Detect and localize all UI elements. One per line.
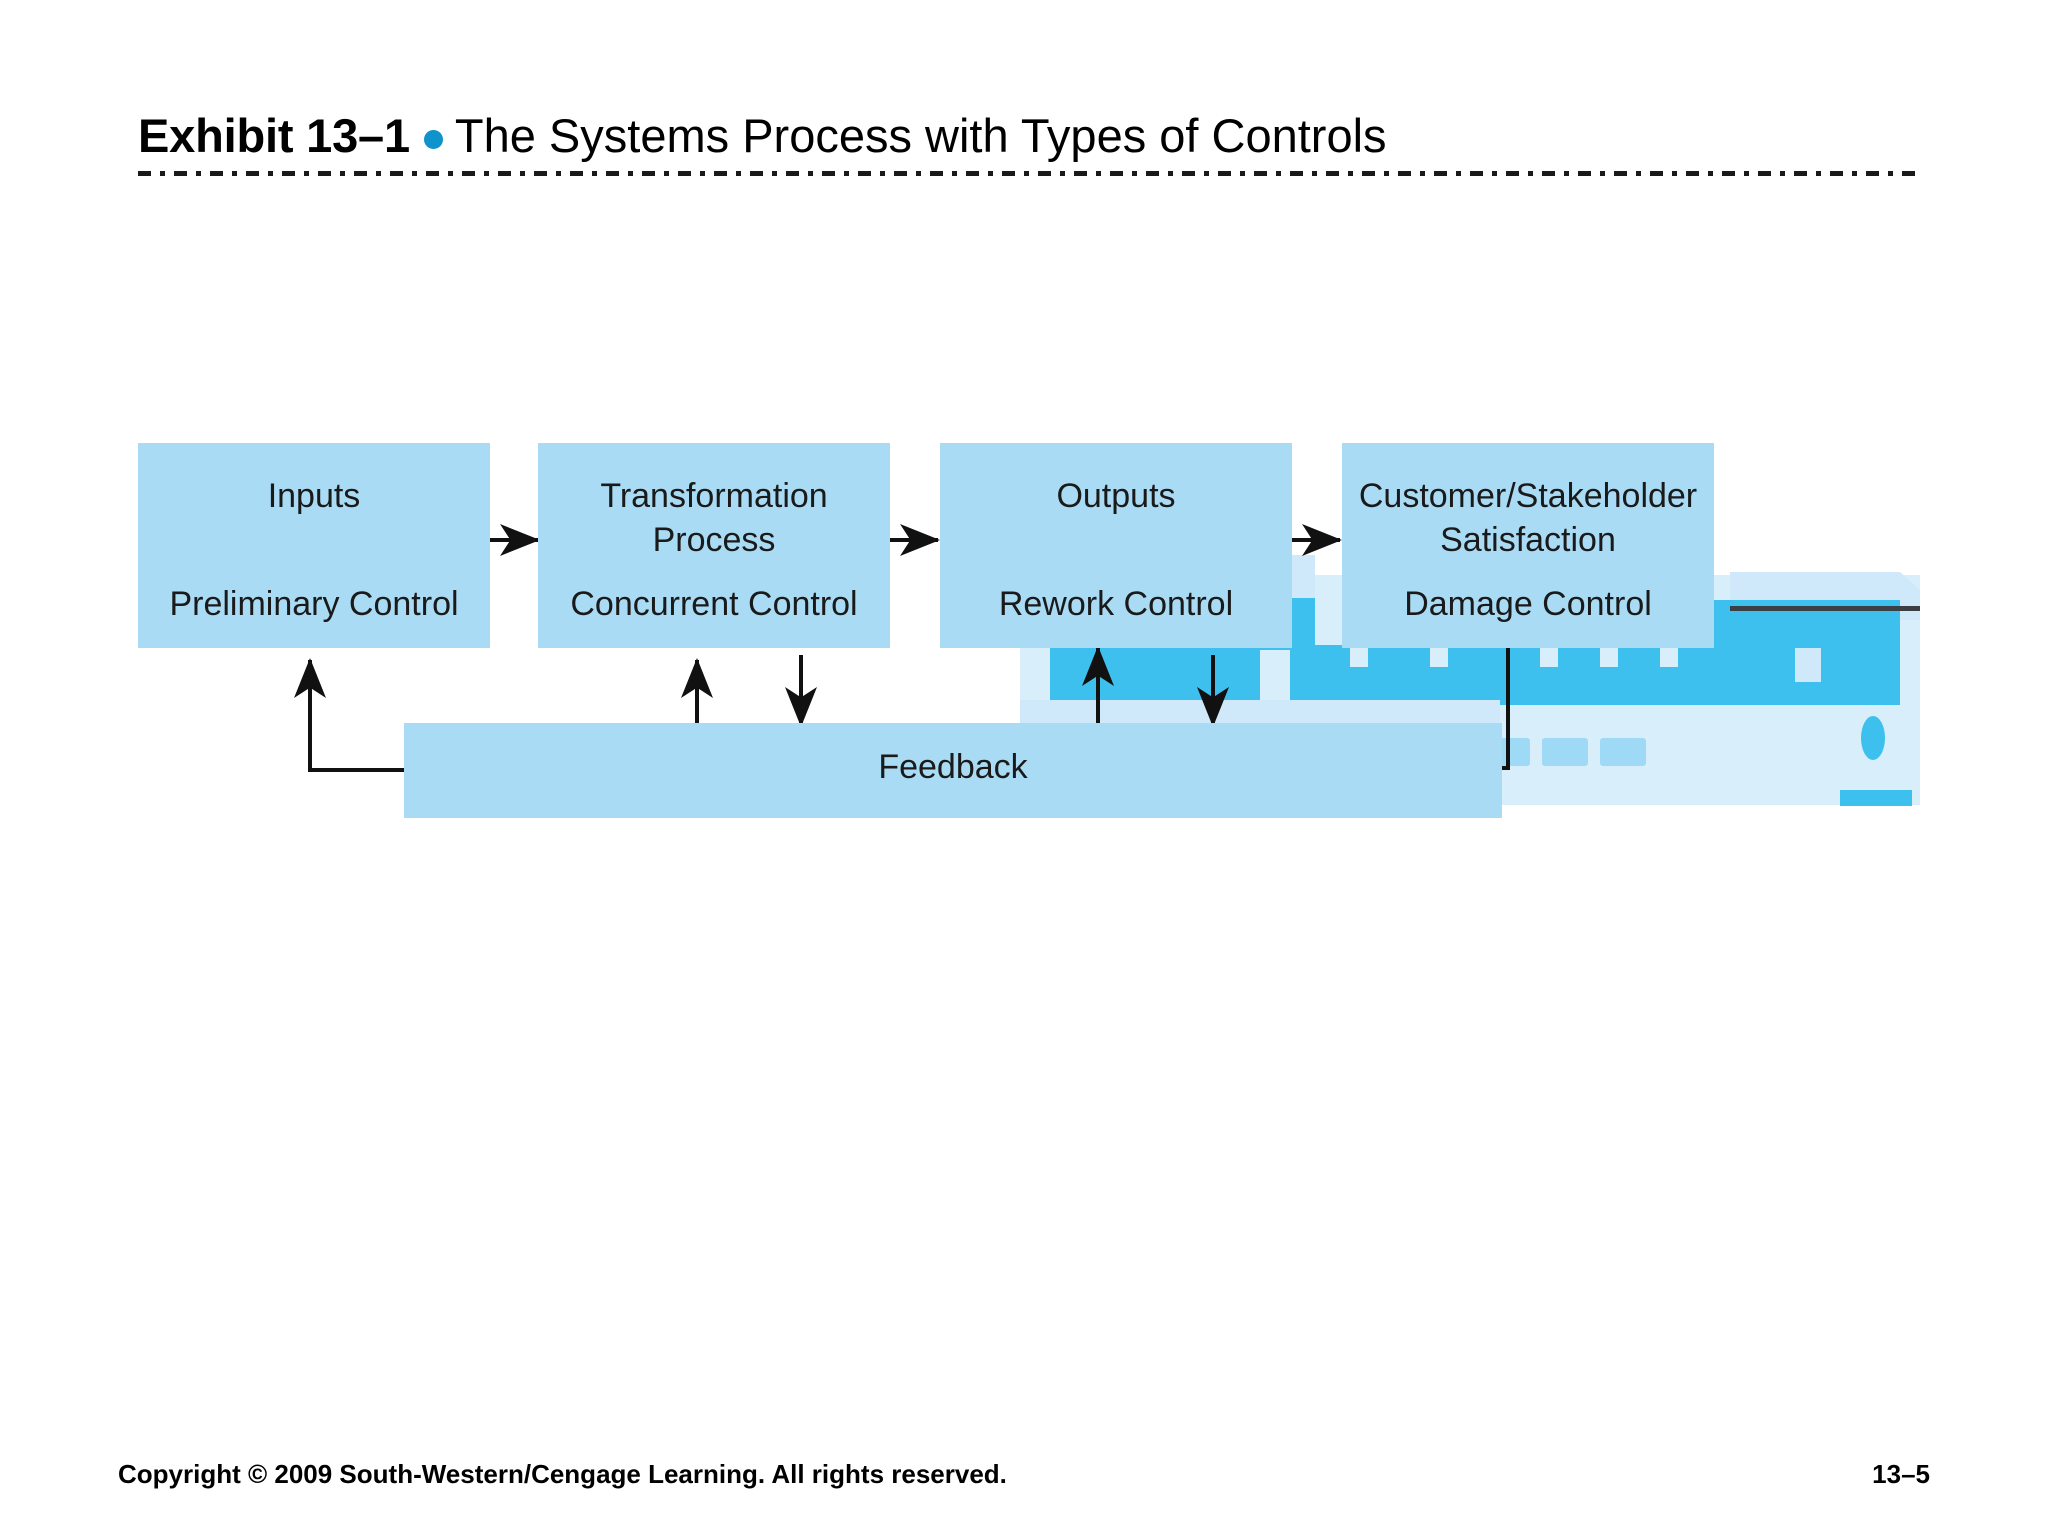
process-box-inputs: Inputs Preliminary Control (138, 443, 490, 648)
satisfaction-title-line1: Customer/Stakeholder (1359, 477, 1697, 515)
title-divider (138, 171, 1918, 176)
satisfaction-control-label: Damage Control (1404, 585, 1652, 623)
copyright-notice: Copyright © 2009 South-Western/Cengage L… (118, 1459, 1007, 1489)
outputs-title: Outputs (1056, 477, 1175, 515)
page-number: 13–5 (1872, 1459, 1930, 1489)
arrow-feedback-to-inputs (294, 658, 404, 772)
title-block: Exhibit 13–1 The Systems Process with Typ… (138, 108, 1918, 188)
bullet-dot-icon (423, 130, 443, 149)
process-box-satisfaction: Customer/Stakeholder Satisfaction Damage… (1342, 443, 1714, 648)
process-box-transformation: Transformation Process Concurrent Contro… (538, 443, 890, 648)
process-box-outputs: Outputs Rework Control (940, 443, 1292, 648)
inputs-control-label: Preliminary Control (169, 585, 458, 623)
exhibit-label: Exhibit 13–1 (138, 109, 410, 162)
inputs-title: Inputs (268, 477, 361, 515)
transformation-title-line1: Transformation (600, 477, 827, 515)
transformation-title-line2: Process (653, 521, 776, 559)
satisfaction-title-line2: Satisfaction (1440, 521, 1616, 559)
outputs-control-label: Rework Control (999, 585, 1233, 623)
feedback-bar: Feedback (404, 723, 1502, 818)
transformation-control-label: Concurrent Control (570, 585, 857, 623)
page-title: Exhibit 13–1 The Systems Process with Typ… (138, 108, 1387, 164)
title-heading: The Systems Process with Types of Contro… (454, 109, 1387, 162)
feedback-label: Feedback (878, 748, 1028, 786)
